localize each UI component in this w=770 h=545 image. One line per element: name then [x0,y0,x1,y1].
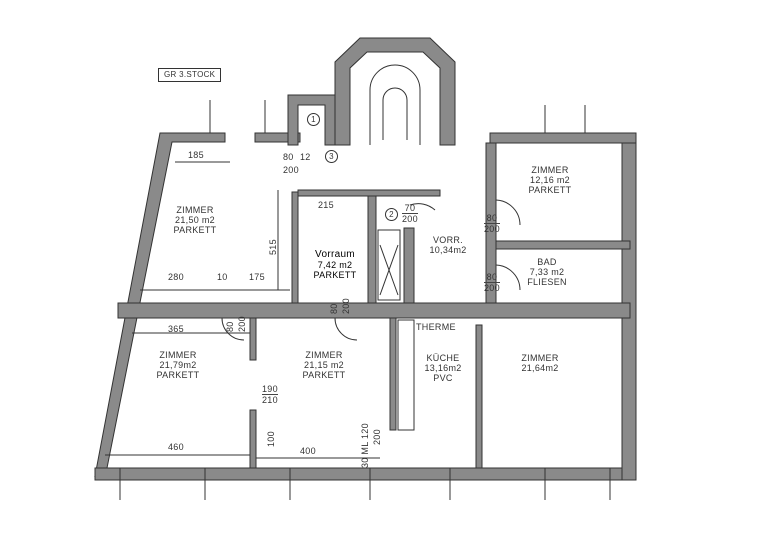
kitchen-counter [397,319,415,431]
dim-365: 365 [168,324,184,334]
wall-bottom-left-divider-2 [249,409,257,469]
door-swing [495,264,521,291]
wall-bad [495,240,631,250]
stair-inner-arch [382,87,408,140]
wall-vorraum-left [291,191,299,304]
dim-515: 515 [268,239,278,255]
marker-1: 1 [307,113,320,126]
marker-2: 2 [385,208,398,221]
stair-arch [369,64,421,145]
door-swing [409,203,436,211]
dim-door-bm-h: 200 [341,298,351,314]
shaft-box [377,229,401,301]
plan-title: GR 3.STOCK [158,68,222,82]
outer-wall-top-right [489,132,637,144]
door-swing [495,199,521,226]
dim-100: 100 [266,431,276,447]
shaft-cross [379,244,399,296]
wall-kitchen-right [475,324,483,469]
label-therme: THERME [416,322,456,332]
marker-3: 3 [325,150,338,163]
shaft-wall [287,94,336,146]
wall-vorraum-right [367,191,377,304]
dim-door-wc-12: 12 [300,152,311,162]
dim-185: 185 [188,150,204,160]
dim-400: 400 [300,446,316,456]
dim-door-bm-w: 80 [329,303,339,314]
dim-door-bl-h: 200 [237,316,247,332]
window-mullions [119,100,611,500]
door-swing [334,317,358,341]
dim-175: 175 [249,272,265,282]
dim-door-wc-w: 80 [283,152,294,162]
dim-460: 460 [168,442,184,452]
dim-window-note: 30 ML 120 [360,423,370,468]
dim-door-wc-h: 200 [283,165,299,175]
dim-215: 215 [318,200,334,210]
room-vorr: VORR.10,34m2 [429,235,467,255]
outer-wall-bottom [94,467,631,481]
dim-window-h: 200 [372,429,382,445]
wall-shaft-right [403,227,415,304]
dim-280: 280 [168,272,184,282]
wall-kitchen-left [389,317,397,431]
dim-door-bl-w: 80 [225,321,235,332]
wall-bottom-left-divider [249,317,257,361]
wall-hall [297,189,441,197]
dim-10: 10 [217,272,228,282]
wall-mid-horizontal [117,302,631,319]
stair-tower-wall [334,37,456,146]
